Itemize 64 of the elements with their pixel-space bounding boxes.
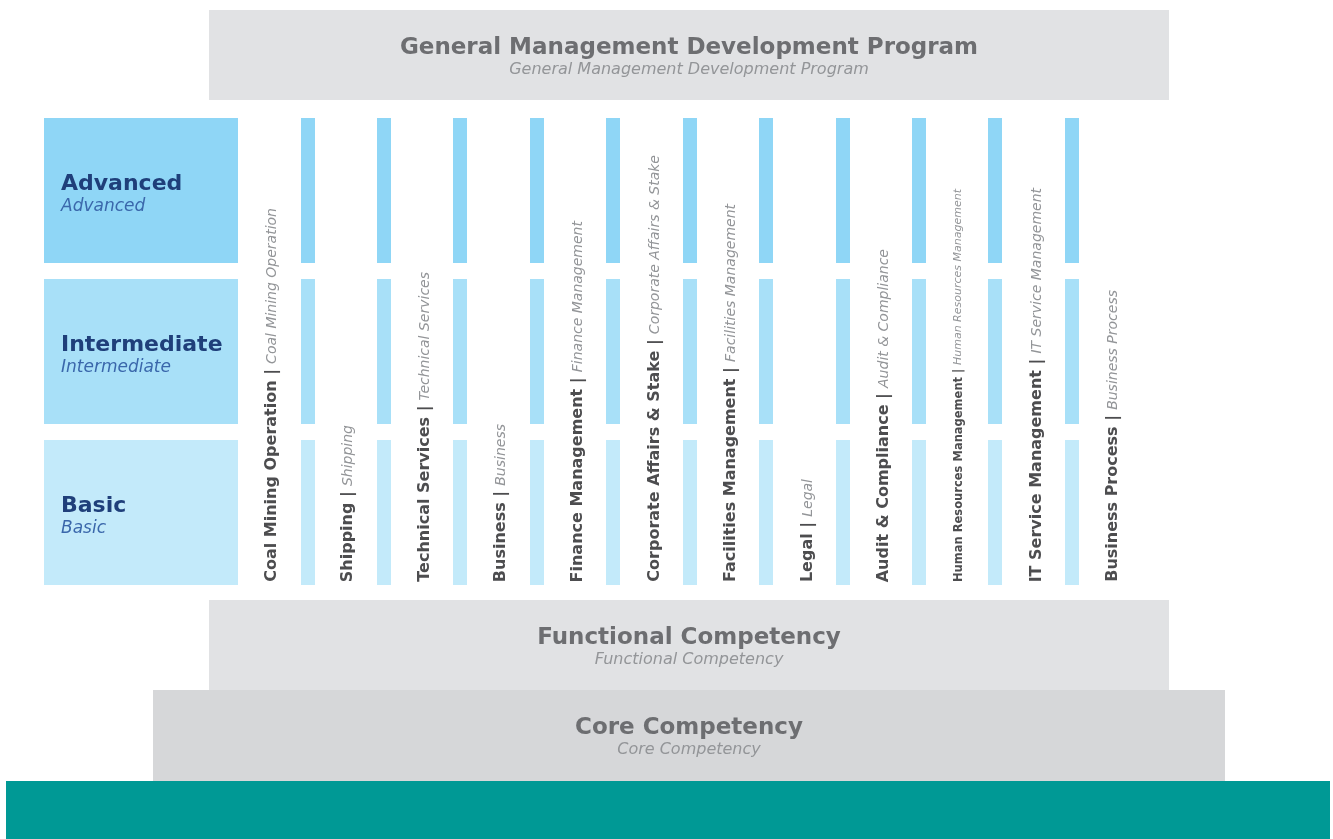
band-subtitle: General Management Development Program (509, 58, 869, 78)
level-bar (301, 440, 315, 585)
level-bar (759, 440, 773, 585)
level-bar (912, 279, 926, 424)
level-bar (530, 279, 544, 424)
level-bar (988, 118, 1002, 263)
level-bar (453, 440, 467, 585)
level-bar (377, 440, 391, 585)
level-bar (988, 279, 1002, 424)
level-bar (836, 440, 850, 585)
level-bar (836, 279, 850, 424)
band-title: Functional Competency (537, 622, 841, 649)
level-bar (606, 440, 620, 585)
level-bar (453, 118, 467, 263)
level-box (44, 440, 238, 585)
level-title: Advanced (61, 170, 184, 195)
level-bar (912, 118, 926, 263)
level-bar (683, 118, 697, 263)
competency-band (153, 690, 1225, 781)
level-bar (377, 118, 391, 263)
function-label: Finance Management | Finance Management (566, 220, 586, 582)
level-bar (912, 440, 926, 585)
level-bar (683, 440, 697, 585)
function-label: IT Service Management | IT Service Management (1025, 187, 1045, 582)
level-bar (530, 440, 544, 585)
band-subtitle: Core Competency (617, 739, 761, 758)
function-label: Coal Mining Operation | Coal Mining Operation (260, 208, 280, 582)
level-box (44, 279, 238, 424)
level-bar (759, 279, 773, 424)
level-bar (759, 118, 773, 263)
level-bar (988, 440, 1002, 585)
level-title: Basic (61, 492, 128, 517)
function-label: Legal | Legal (796, 478, 816, 582)
level-box (44, 118, 238, 263)
band-title: Core Competency (575, 713, 803, 739)
level-bar (530, 118, 544, 263)
level-subtitle: Intermediate (61, 356, 172, 376)
level-bar (1065, 279, 1079, 424)
function-label: Corporate Affairs & Stake | Corporate Affairs & Stake (643, 155, 663, 582)
level-bar (836, 118, 850, 263)
level-bar (301, 279, 315, 424)
function-label: Technical Services | Technical Services (413, 272, 433, 582)
function-label: Human Resources Management | Human Resources Management (951, 188, 965, 582)
band-title: General Management Development Program (399, 32, 979, 59)
level-title: Intermediate (61, 331, 224, 356)
level-subtitle: Basic (61, 517, 107, 537)
function-label: Facilities Management | Facilities Management (719, 203, 739, 582)
level-bar (1065, 118, 1079, 263)
level-bar (1065, 440, 1079, 585)
function-label: Business Process | Business Process (1101, 290, 1121, 582)
competency-band (209, 600, 1169, 690)
level-bar (606, 279, 620, 424)
level-bar (453, 279, 467, 424)
level-bar (606, 118, 620, 263)
band-subtitle: Functional Competency (594, 648, 784, 668)
function-label: Business | Business (489, 423, 509, 582)
base-band (6, 781, 1330, 839)
level-subtitle: Advanced (61, 195, 147, 215)
function-label: Audit & Compliance | Audit & Compliance (872, 248, 892, 582)
program-banner (209, 10, 1169, 100)
level-bar (377, 279, 391, 424)
level-bar (301, 118, 315, 263)
function-label: Shipping | Shipping (336, 424, 356, 582)
level-bar (683, 279, 697, 424)
